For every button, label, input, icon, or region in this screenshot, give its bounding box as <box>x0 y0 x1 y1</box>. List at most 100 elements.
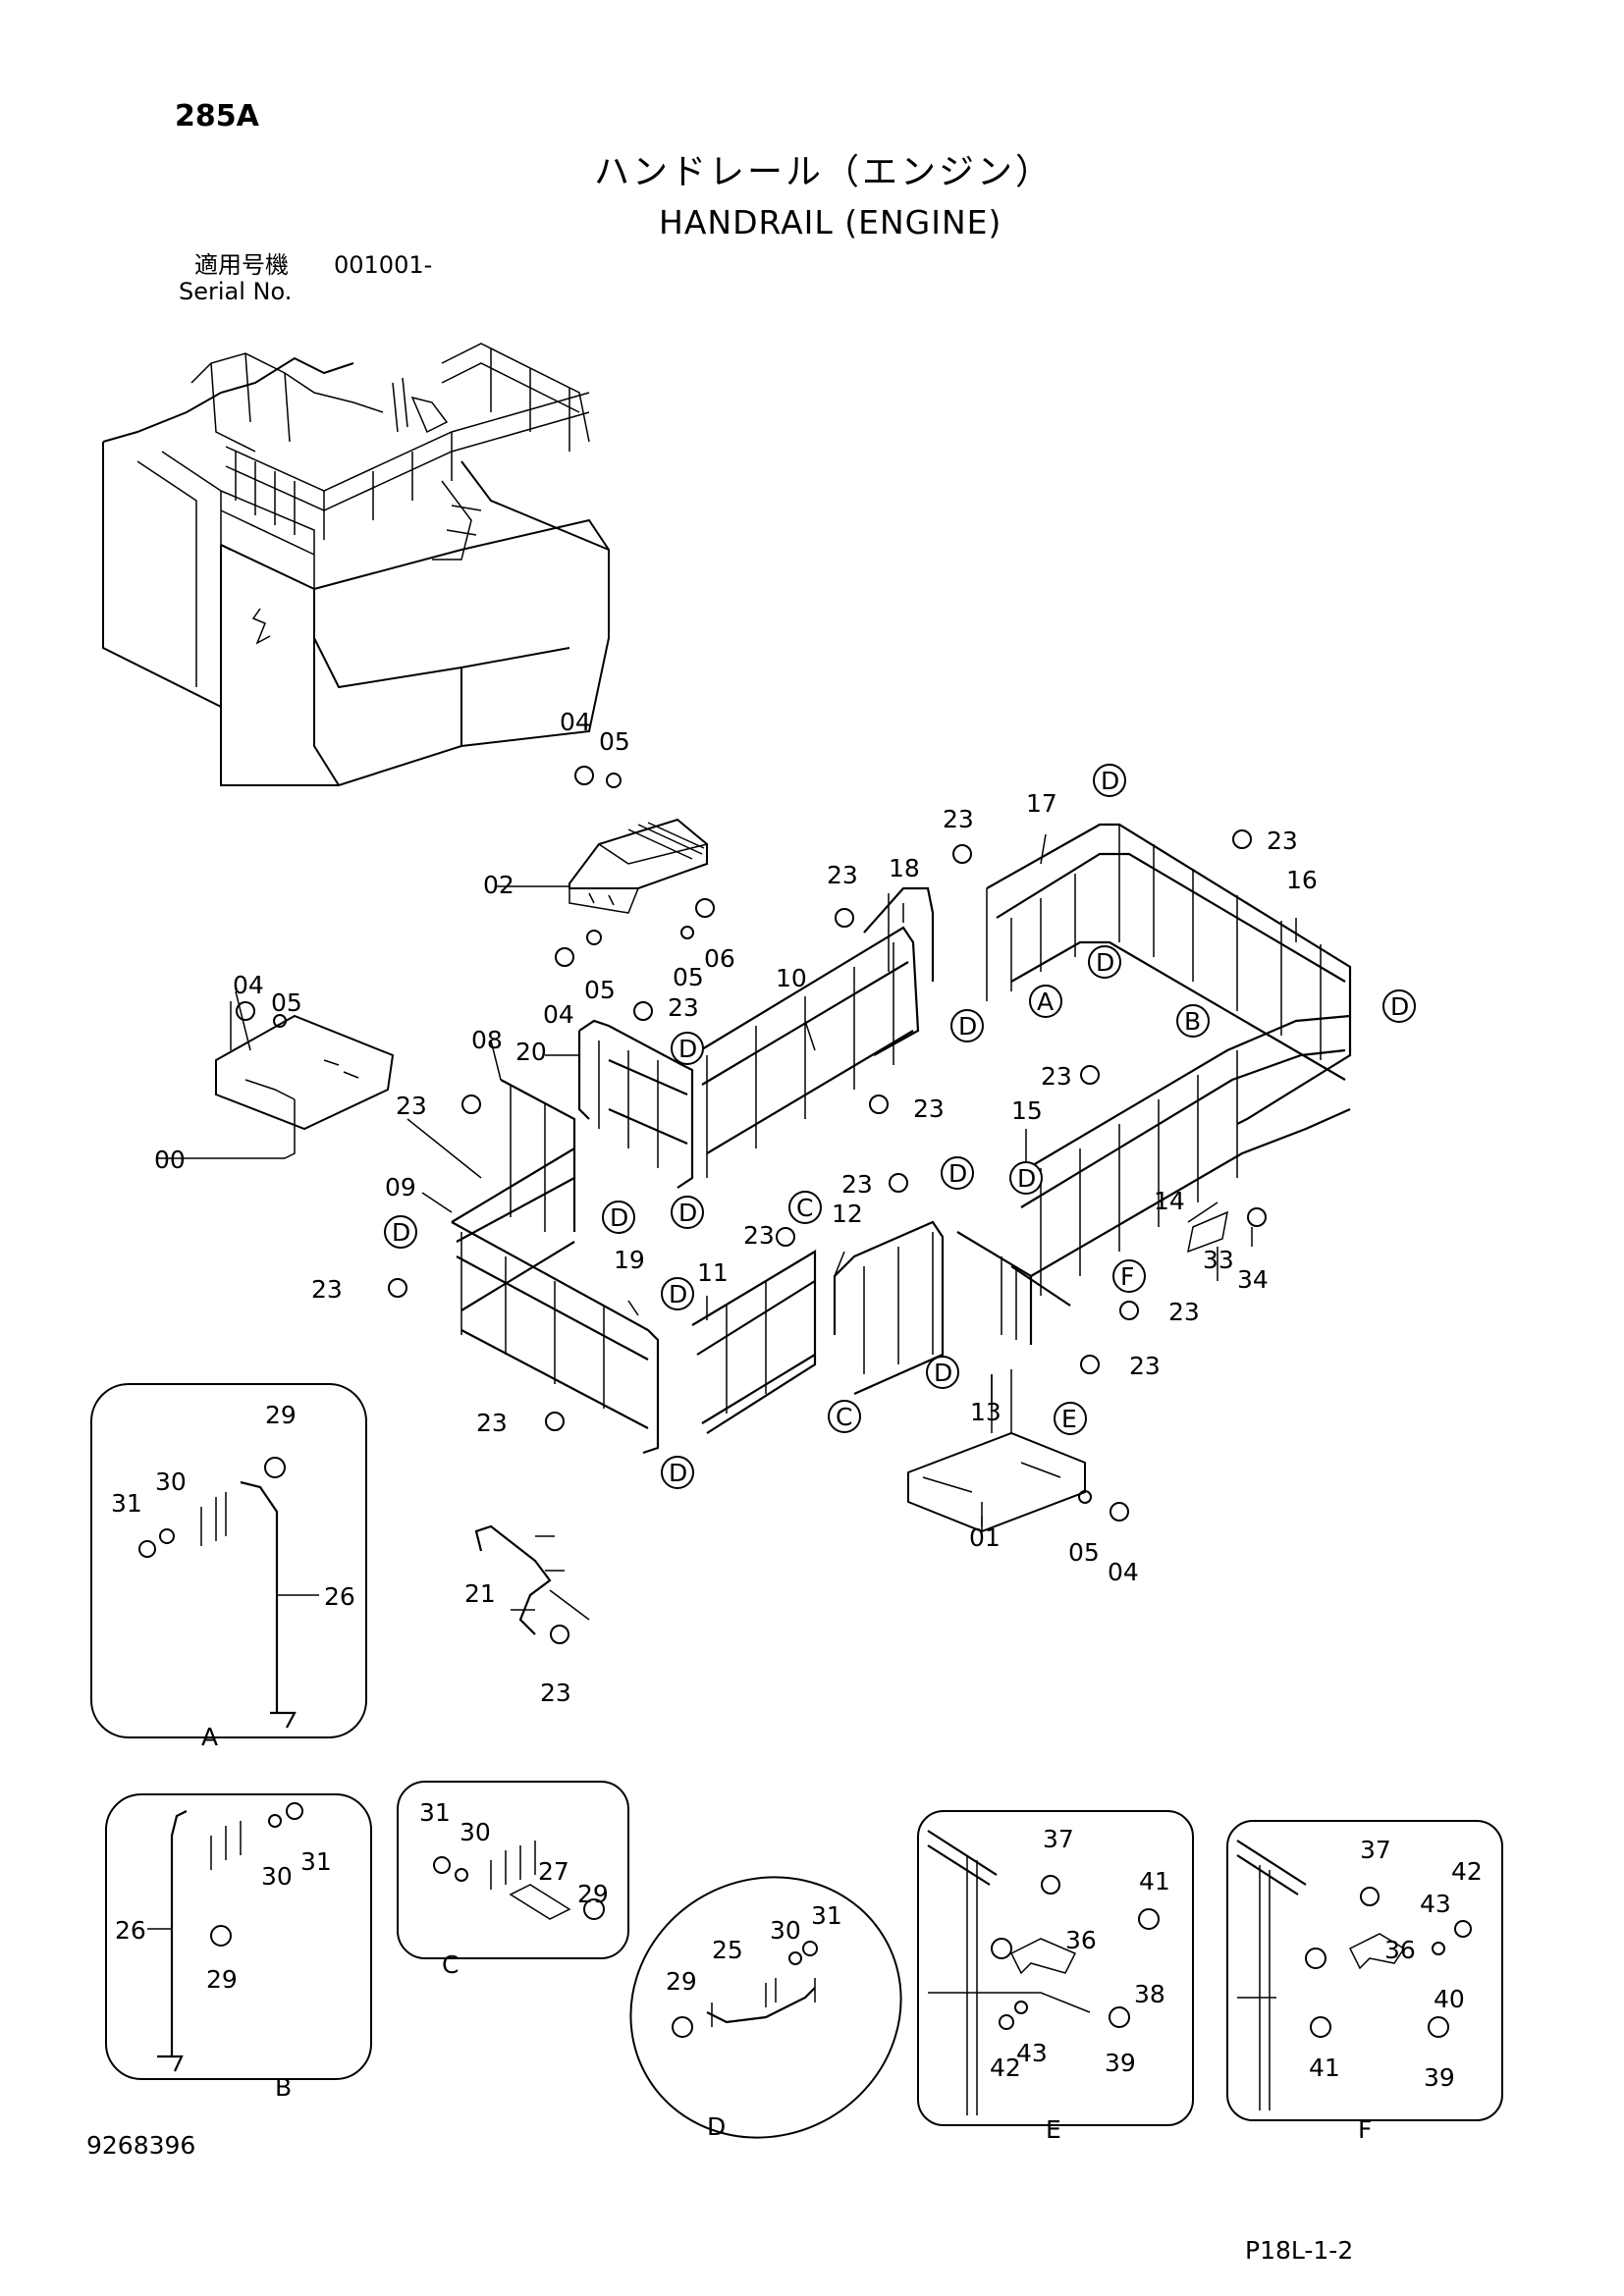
svg-text:36: 36 <box>1384 1936 1416 1964</box>
svg-text:37: 37 <box>1043 1825 1074 1853</box>
svg-text:40: 40 <box>1434 1985 1465 2013</box>
detail-callout-label: D <box>1096 948 1114 977</box>
svg-text:36: 36 <box>1065 1926 1097 1954</box>
svg-text:30: 30 <box>460 1818 491 1846</box>
svg-text:38: 38 <box>1134 1980 1165 2008</box>
part-01-bracket <box>907 1369 1086 1533</box>
callout-05: 05 <box>271 988 302 1017</box>
detail-D-label: D <box>707 2112 726 2141</box>
callout-05: 05 <box>673 963 704 991</box>
callout-11: 11 <box>697 1258 729 1287</box>
callout-23: 23 <box>396 1092 427 1120</box>
svg-text:27: 27 <box>538 1857 569 1886</box>
detail-callout-label: D <box>669 1280 687 1308</box>
svg-text:29: 29 <box>577 1880 609 1908</box>
detail-A: 29 30 31 26 A <box>90 1383 367 1751</box>
svg-text:26: 26 <box>115 1916 146 1945</box>
document-number: 9268396 <box>86 2131 196 2160</box>
callout-23: 23 <box>1168 1298 1200 1326</box>
detail-callout-label: E <box>1061 1405 1077 1433</box>
callout-33: 33 <box>1203 1246 1234 1274</box>
detail-callout-label: D <box>1017 1164 1036 1193</box>
callout-12: 12 <box>832 1200 863 1228</box>
callout-04: 04 <box>543 1000 574 1029</box>
svg-text:39: 39 <box>1105 2049 1136 2077</box>
callout-34: 34 <box>1237 1265 1269 1294</box>
part-00-bracket <box>215 990 395 1159</box>
callout-05: 05 <box>1068 1538 1100 1567</box>
callout-04: 04 <box>560 708 591 736</box>
callout-04: 04 <box>1108 1558 1139 1586</box>
detail-E: 37 41 36 38 43 42 39 E <box>917 1810 1194 2144</box>
callout-23: 23 <box>743 1221 775 1250</box>
svg-text:39: 39 <box>1424 2063 1455 2092</box>
svg-text:41: 41 <box>1139 1867 1170 1896</box>
callout-23: 23 <box>841 1170 873 1199</box>
callout-23: 23 <box>311 1275 343 1304</box>
svg-text:43: 43 <box>1016 2039 1048 2067</box>
detail-A-label: A <box>201 1723 218 1751</box>
machine-overview-illustration <box>102 343 610 786</box>
detail-callout-label: D <box>948 1159 967 1188</box>
page-title-japanese: ハンドレール（エンジン） <box>594 152 1055 192</box>
handrail-frames <box>451 823 1352 1455</box>
svg-text:31: 31 <box>811 1901 842 1930</box>
callout-15: 15 <box>1011 1096 1043 1125</box>
callout-05: 05 <box>584 976 616 1004</box>
callout-23: 23 <box>913 1095 945 1123</box>
fasteners <box>236 766 1267 1644</box>
callout-17: 17 <box>1026 789 1057 818</box>
callout-23: 23 <box>1267 827 1298 855</box>
detail-C: 31 30 27 29 C <box>397 1781 629 1979</box>
serial-number-value: 001001- <box>334 251 433 279</box>
callout-23: 23 <box>1129 1352 1161 1380</box>
page-reference: P18L-1-2 <box>1245 2236 1354 2265</box>
serial-label: Serial No. <box>179 278 293 305</box>
callout-23: 23 <box>1041 1062 1072 1091</box>
detail-callout-label: B <box>1184 1007 1201 1036</box>
part-02-step <box>568 818 708 914</box>
detail-callout-label: D <box>610 1203 628 1232</box>
callout-02: 02 <box>483 871 514 899</box>
leader-lines <box>157 833 1297 1728</box>
callout-09: 09 <box>385 1173 416 1201</box>
svg-text:31: 31 <box>111 1489 142 1518</box>
detail-callout-label: C <box>796 1194 813 1222</box>
serial-label-japanese: 適用号機 <box>194 251 289 279</box>
callout-23: 23 <box>668 993 699 1022</box>
svg-text:29: 29 <box>666 1967 697 1996</box>
callout-08: 08 <box>471 1026 503 1054</box>
svg-text:42: 42 <box>1451 1857 1483 1886</box>
detail-callout-label: A <box>1037 988 1054 1016</box>
detail-B: 26 29 30 31 B <box>105 1793 372 2102</box>
detail-D: 29 25 30 31 D <box>629 1876 902 2141</box>
detail-C-label: C <box>442 1950 459 1979</box>
detail-callouts: D D D D A B D D D D C D D F D D C D E <box>384 764 1416 1489</box>
callout-13: 13 <box>970 1398 1001 1426</box>
svg-text:42: 42 <box>990 2054 1021 2082</box>
detail-callout-label: F <box>1120 1262 1134 1291</box>
svg-text:25: 25 <box>712 1936 743 1964</box>
detail-B-label: B <box>275 2073 292 2102</box>
callout-10: 10 <box>776 964 807 992</box>
svg-text:29: 29 <box>206 1965 238 1994</box>
part-callouts: 04 05 02 05 04 05 06 04 05 00 08 20 09 1… <box>154 708 1318 1707</box>
callout-23: 23 <box>827 861 858 889</box>
svg-text:30: 30 <box>261 1862 293 1891</box>
svg-text:26: 26 <box>324 1582 355 1611</box>
callout-06: 06 <box>704 944 735 973</box>
detail-callout-label: D <box>1101 767 1119 795</box>
callout-21: 21 <box>464 1579 496 1608</box>
detail-callout-label: D <box>1390 992 1409 1021</box>
svg-text:31: 31 <box>300 1847 332 1876</box>
svg-text:30: 30 <box>770 1916 801 1945</box>
svg-text:43: 43 <box>1420 1890 1451 1918</box>
svg-text:41: 41 <box>1309 2054 1340 2082</box>
svg-text:29: 29 <box>265 1401 297 1429</box>
detail-F-label: F <box>1358 2115 1372 2144</box>
callout-00: 00 <box>154 1146 186 1174</box>
callout-23: 23 <box>540 1679 571 1707</box>
svg-text:31: 31 <box>419 1798 451 1827</box>
detail-callout-label: D <box>958 1012 977 1041</box>
svg-text:30: 30 <box>155 1468 187 1496</box>
